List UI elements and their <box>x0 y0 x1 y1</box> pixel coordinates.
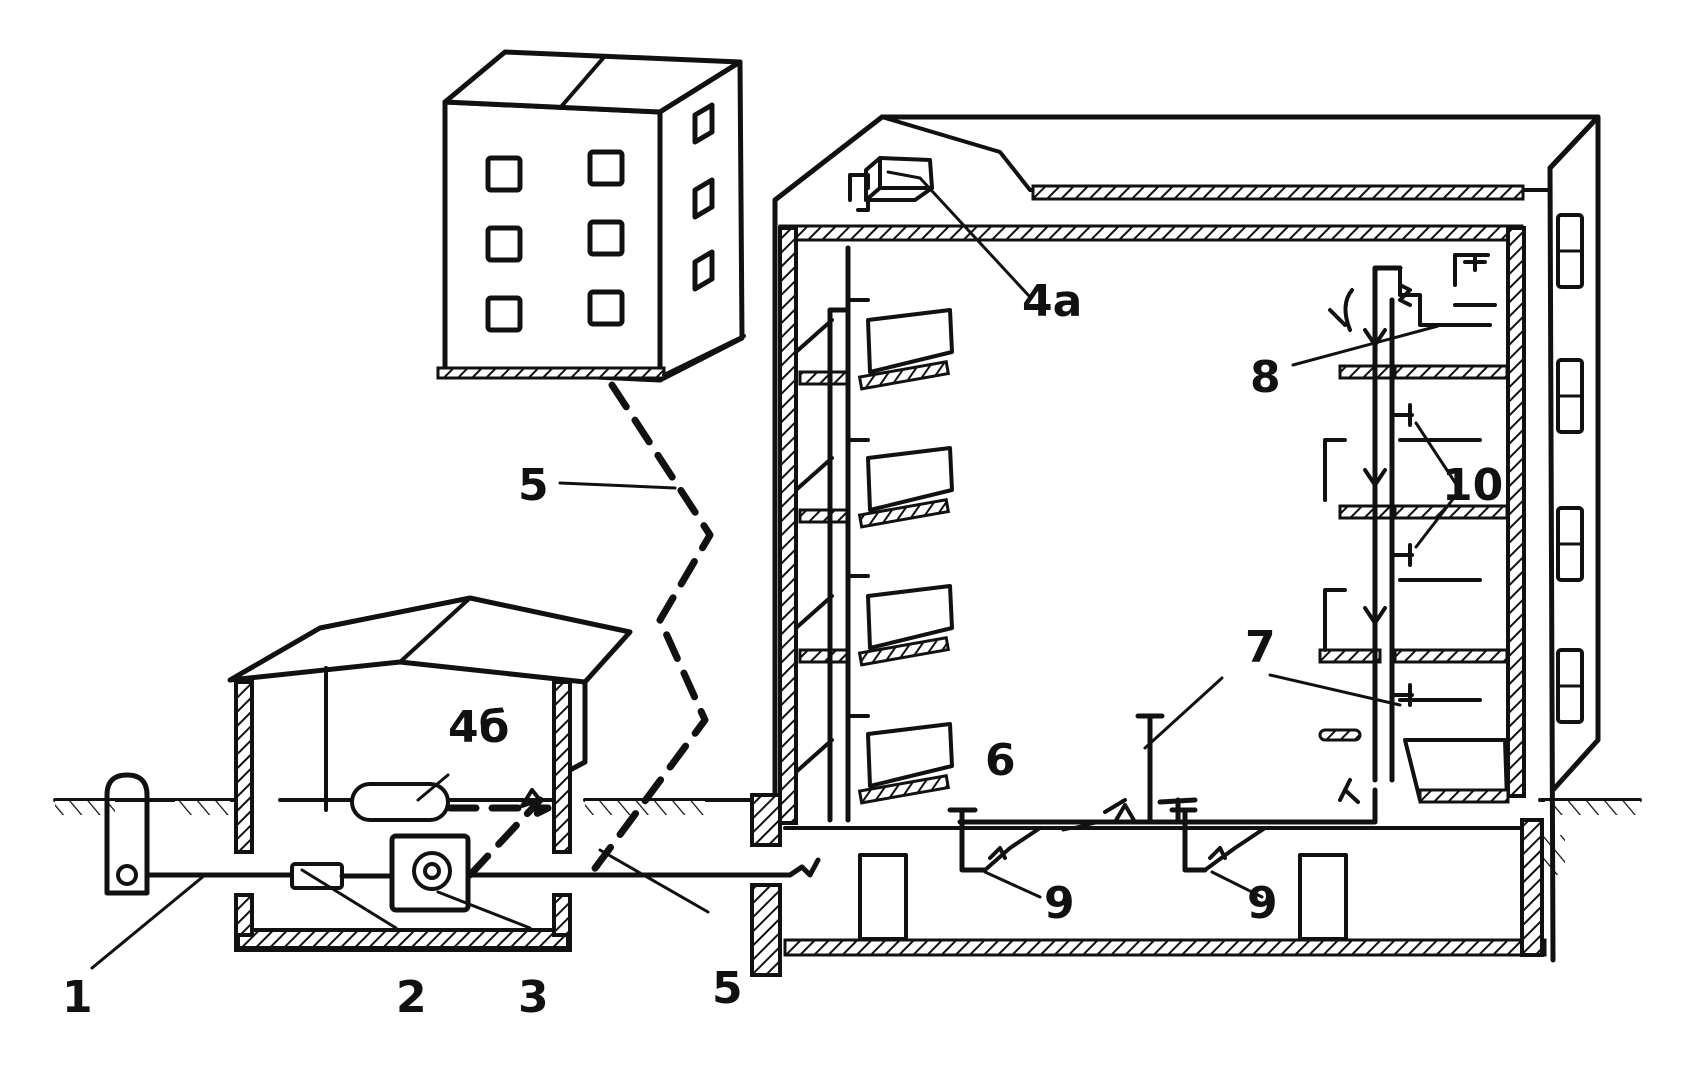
label-4b: 4б <box>448 702 509 753</box>
right-floor-slabs <box>1318 308 1510 804</box>
labels: 1 2 3 4a 4б 5 5 6 7 8 9 9 10 <box>62 276 1503 1023</box>
basement-distribution <box>947 713 1378 873</box>
leader-lines <box>90 170 1462 970</box>
left-floor-slabs <box>794 308 954 805</box>
apartment-block <box>436 49 746 383</box>
main-building <box>750 114 1601 977</box>
dashed-connection-lines <box>446 381 714 879</box>
label-5-lower: 5 <box>712 963 743 1014</box>
right-riser-pipe <box>1343 253 1497 783</box>
label-2: 2 <box>396 972 427 1023</box>
label-9-left: 9 <box>1044 878 1075 929</box>
water-intake-well <box>104 772 150 896</box>
supply-pipe <box>144 833 821 913</box>
label-6: 6 <box>985 735 1016 786</box>
label-10: 10 <box>1442 460 1503 511</box>
side-windows <box>1556 213 1584 724</box>
label-5-upper: 5 <box>518 460 549 511</box>
pump-house <box>227 595 633 952</box>
label-1: 1 <box>62 972 93 1023</box>
label-9-right: 9 <box>1247 878 1278 929</box>
pressure-tank-4b <box>350 782 450 822</box>
label-8: 8 <box>1250 352 1281 403</box>
meter-2 <box>290 862 344 890</box>
roof-tank-4a <box>848 156 934 212</box>
label-7: 7 <box>1245 622 1276 673</box>
label-3: 3 <box>518 972 549 1023</box>
label-4a: 4a <box>1022 276 1082 327</box>
